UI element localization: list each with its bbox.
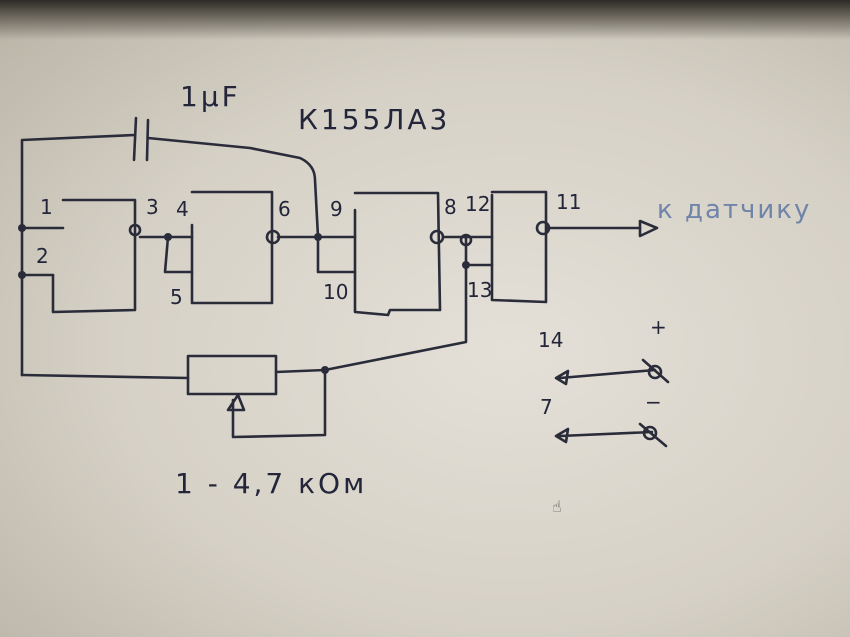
chip-title: К155ЛА3: [298, 103, 451, 136]
resistor-label: 1 - 4,7 кОм: [175, 467, 368, 500]
pin-label: 13: [467, 278, 493, 302]
minus-sign: −: [645, 390, 662, 414]
power-pin-plus: 14: [538, 328, 564, 352]
pin-label: 2: [36, 244, 49, 268]
pin-label: 11: [556, 190, 582, 214]
power-pin-minus: 7: [540, 395, 553, 419]
capacitor-label: 1μF: [180, 80, 241, 113]
pin-label: 1: [40, 195, 53, 219]
pin-label: 8: [444, 195, 457, 219]
gate-3: [353, 191, 442, 317]
pin-label: 9: [330, 197, 343, 221]
photo-top-edge: [0, 0, 850, 40]
potentiometer: [186, 354, 278, 396]
pin-label: 4: [176, 197, 189, 221]
capacitor-symbol: [132, 116, 150, 162]
gate-4: [490, 190, 548, 304]
gate-1: [51, 198, 137, 314]
pin-label: 12: [465, 192, 491, 216]
output-arrow: [638, 219, 659, 238]
pin-label: 6: [278, 197, 291, 221]
output-label: к датчику: [657, 195, 812, 225]
pin-label: 10: [323, 280, 349, 304]
hand-cursor-icon: ☝: [552, 497, 562, 516]
pin-label: 3: [146, 195, 159, 219]
gate-2: [190, 190, 274, 305]
wire-left: [20, 133, 137, 377]
plus-sign: +: [650, 315, 667, 339]
pin-label: 5: [170, 285, 183, 309]
